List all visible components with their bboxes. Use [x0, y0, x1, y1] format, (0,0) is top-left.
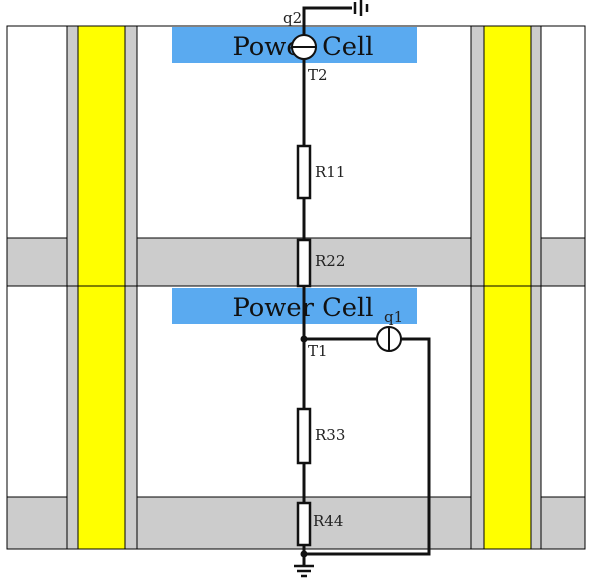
current-source-icon [291, 34, 317, 60]
resistor-r44 [296, 501, 312, 547]
vertical-rail-right-yellow [483, 25, 532, 550]
layout-grid [6, 25, 586, 550]
current-source-icon [376, 326, 402, 352]
resistor-r44-label: R44 [313, 512, 343, 530]
junction-t1 [300, 335, 308, 343]
wire-q1-return [304, 337, 431, 556]
wire-top-to-ground [302, 6, 352, 35]
node-t1-label: T1 [308, 342, 328, 360]
ground-icon [294, 564, 314, 578]
vertical-rail-left-yellow [77, 25, 126, 550]
resistor-r22 [296, 238, 312, 288]
junction-bottom [300, 550, 308, 558]
source-q2-label: q2 [283, 9, 302, 27]
resistor-r11 [296, 144, 312, 200]
ground-icon [353, 0, 369, 16]
source-q1-label: q1 [384, 308, 403, 326]
node-t2-label: T2 [308, 66, 328, 84]
resistor-r22-label: R22 [315, 252, 345, 270]
resistor-r33-label: R33 [315, 426, 345, 444]
power-cell-bottom [172, 288, 417, 324]
resistor-r11-label: R11 [315, 163, 345, 181]
resistor-r33 [296, 407, 312, 465]
